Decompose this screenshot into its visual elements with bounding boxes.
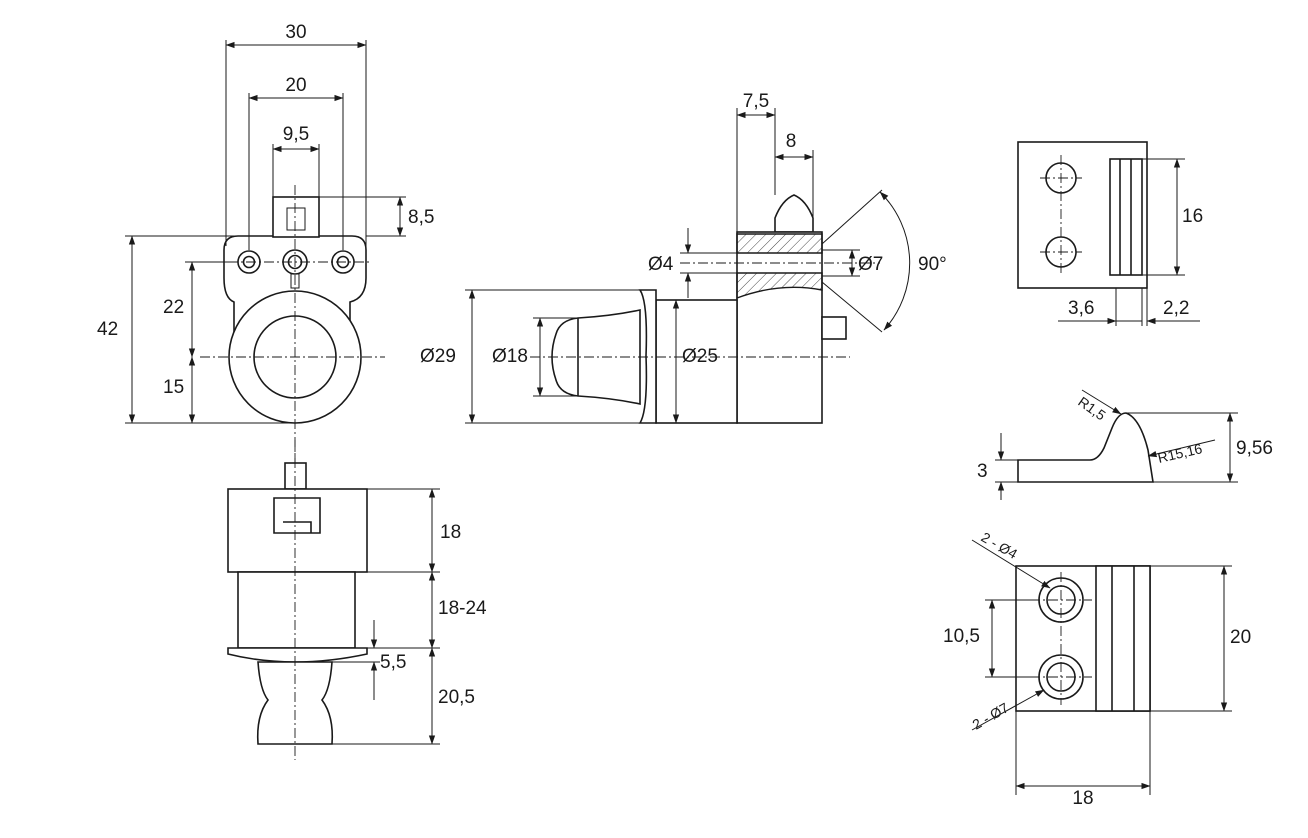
dim-8: 8 (786, 131, 797, 152)
dim-18-width: 18 (1072, 788, 1093, 809)
dim-d25: Ø25 (682, 346, 718, 367)
dim-height-42: 42 (97, 319, 118, 340)
side-housing (736, 231, 823, 424)
dim-d29: Ø29 (420, 346, 456, 367)
dim-2-2: 2,2 (1163, 298, 1189, 319)
dim-20: 20 (1230, 627, 1251, 648)
side-pin (821, 316, 847, 340)
side-section-top (736, 233, 823, 254)
dim-height-22: 22 (163, 297, 184, 318)
dim-width-20: 20 (285, 75, 306, 96)
bottom-housing-slot (273, 497, 321, 534)
dim-d4: Ø4 (648, 254, 674, 275)
striker-front-rail (1095, 565, 1151, 712)
dim-3: 3 (977, 461, 988, 482)
dim-width-9-5: 9,5 (283, 124, 309, 145)
dim-10-5: 10,5 (943, 626, 980, 647)
side-knob (551, 309, 641, 405)
striker-profile-view: R1,5 R15,16 9,56 3 (977, 389, 1273, 500)
dim-height-20-5: 20,5 (438, 687, 475, 708)
side-bolt (774, 194, 814, 233)
dim-16: 16 (1182, 206, 1203, 227)
dim-3-6: 3,6 (1068, 298, 1094, 319)
side-section-bottom (736, 272, 823, 300)
bottom-housing (227, 488, 368, 573)
side-view: 7,5 8 Ø4 Ø7 90° Ø29 Ø18 Ø25 (420, 91, 947, 424)
dim-7-5: 7,5 (743, 91, 769, 112)
front-view: 30 20 9,5 8,5 42 22 15 (97, 22, 434, 470)
dim-holes-d7: 2 - Ø7 (970, 699, 1012, 732)
dim-angle-90: 90° (918, 254, 947, 275)
dim-width-30: 30 (285, 22, 306, 43)
striker-profile-outline (1017, 412, 1154, 483)
striker-top-view: 16 3,6 2,2 (1017, 141, 1203, 326)
striker-top-rail (1109, 158, 1143, 276)
bottom-sleeve (237, 571, 356, 649)
side-flange (638, 289, 657, 424)
bottom-bolt-tip (284, 462, 307, 490)
dim-9-56: 9,56 (1236, 438, 1273, 459)
bottom-view: 18 18-24 5,5 20,5 (227, 440, 487, 760)
dim-height-5-5: 5,5 (380, 652, 406, 673)
dim-height-15: 15 (163, 377, 184, 398)
front-bolt (272, 196, 320, 238)
striker-front-view: 2 - Ø4 2 - Ø7 10,5 20 18 (943, 529, 1251, 809)
dim-r1-5: R1,5 (1075, 393, 1109, 423)
bottom-flange (227, 647, 368, 663)
dim-height-18-24: 18-24 (438, 598, 487, 619)
dim-d18: Ø18 (492, 346, 528, 367)
side-sleeve (655, 299, 738, 424)
dim-height-18: 18 (440, 522, 461, 543)
front-bolt-slot (286, 207, 306, 231)
dim-r15-16: R15,16 (1156, 440, 1204, 466)
dim-height-8-5: 8,5 (408, 207, 434, 228)
dim-d7: Ø7 (858, 254, 883, 275)
